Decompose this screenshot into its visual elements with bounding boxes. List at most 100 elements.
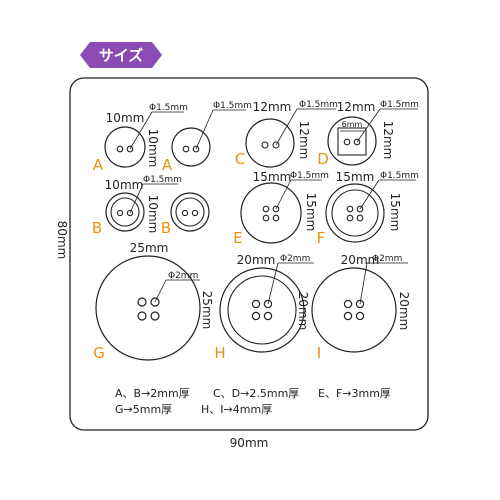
button-g-hole (150, 297, 160, 307)
button-g-leader (154, 279, 167, 303)
button-f-hole-label: Φ1.5mm (380, 171, 419, 181)
button-a2-hole-label: Φ1.5mm (213, 101, 252, 111)
button-i-hole-label: Φ2mm (372, 254, 402, 264)
button-c-leader (275, 108, 298, 146)
thickness-note: A、B→2mm厚 (115, 387, 190, 400)
button-f-letter: F (317, 229, 326, 247)
button-h-letter: H (214, 344, 225, 362)
size-badge: サイズ (80, 42, 162, 68)
button-e: Φ1.5mm 15mm 15mm E (233, 170, 329, 247)
button-e-hole (272, 214, 280, 222)
button-b1-rim (110, 197, 140, 227)
button-d-inner-label: 6mm (342, 120, 363, 129)
button-b1-hole (126, 209, 134, 217)
button-h-hole-label: Φ2mm (280, 254, 310, 264)
button-b2: B (161, 192, 210, 237)
button-h-hole (251, 311, 261, 321)
button-b2-hole (181, 209, 189, 217)
button-c: Φ1.5mm 12mm 12mm C (235, 100, 338, 168)
button-h-hole (251, 299, 261, 309)
button-b1: Φ1.5mm 10mm 10mm B (92, 175, 182, 237)
button-d-hole-label: Φ1.5mm (380, 100, 419, 110)
button-b2-outline (170, 192, 210, 232)
button-f-rim (331, 189, 379, 237)
button-a1-side-label: 10mm (146, 129, 160, 168)
button-b1-hole (116, 209, 124, 217)
button-e-hole (272, 205, 280, 213)
button-h-leader (267, 262, 279, 305)
button-d-leader (356, 108, 381, 143)
thickness-note: C、D→2.5mm厚 (213, 387, 299, 400)
button-b2-hole (191, 209, 199, 217)
button-i-hole (355, 311, 365, 321)
button-c-size-label: 12mm (253, 100, 292, 114)
button-f-leader (359, 179, 380, 210)
button-g-hole-label: Φ2mm (168, 271, 198, 281)
button-f-outline (325, 183, 385, 243)
thickness-note: G→5mm厚 (115, 403, 172, 416)
button-a1-hole (126, 145, 134, 153)
button-a1-hole-label: Φ1.5mm (149, 103, 188, 113)
button-i-outline (311, 267, 397, 353)
button-b1-letter: B (92, 219, 102, 237)
button-b1-size-label: 10mm (105, 178, 144, 192)
button-h-rim (227, 275, 297, 345)
button-c-hole (272, 141, 280, 149)
button-i-hole (343, 311, 353, 321)
button-h: Φ2mm 20mm 20mm H (214, 253, 314, 362)
button-h-hole (263, 311, 273, 321)
plate-outline (69, 77, 429, 431)
button-g: Φ2mm 25mm 25mm G (93, 241, 214, 362)
button-e-hole (262, 214, 270, 222)
button-c-side-label: 12mm (297, 121, 311, 160)
button-g-hole (137, 297, 147, 307)
button-c-outline (245, 118, 295, 168)
button-g-hole (150, 311, 160, 321)
button-f: Φ1.5mm 15mm 15mm F (317, 170, 419, 247)
button-b1-leader (129, 183, 144, 214)
button-c-hole (261, 141, 269, 149)
button-i-hole (355, 299, 365, 309)
button-e-letter: E (233, 229, 242, 247)
button-e-hole (262, 205, 270, 213)
button-b1-outline (105, 192, 145, 232)
button-f-hole (356, 205, 364, 213)
button-d: 6mm Φ1.5mm 12mm 12mm D (317, 100, 419, 168)
button-a2: Φ1.5mm A (162, 101, 252, 174)
button-a2-letter: A (162, 156, 173, 174)
button-i-leader (359, 262, 368, 305)
button-h-outline (219, 267, 305, 353)
button-e-outline (240, 182, 302, 244)
button-d-side-label: 12mm (381, 121, 395, 160)
button-h-side-label: 20mm (296, 292, 310, 331)
thickness-note: H、I→4mm厚 (201, 403, 272, 416)
button-i-size-label: 20mm (341, 253, 380, 267)
button-h-size-label: 20mm (237, 253, 276, 267)
button-f-size-label: 15mm (336, 170, 375, 184)
button-d-outline (327, 116, 377, 166)
button-b2-letter: B (161, 219, 171, 237)
button-g-outline (95, 255, 201, 361)
button-e-size-label: 15mm (253, 170, 292, 184)
button-g-size-label: 25mm (130, 241, 169, 255)
button-a1-hole (116, 145, 124, 153)
size-badge-label: サイズ (99, 47, 144, 65)
button-i: Φ2mm 20mm 20mm I (311, 253, 411, 362)
button-a1-outline (104, 126, 146, 168)
button-i-letter: I (317, 344, 321, 362)
button-h-hole (263, 299, 273, 309)
button-a2-hole (182, 145, 190, 153)
button-f-hole (356, 214, 364, 222)
button-g-letter: G (93, 344, 105, 362)
button-g-hole (137, 311, 147, 321)
button-e-leader (275, 179, 292, 210)
button-e-side-label: 15mm (304, 193, 318, 232)
button-g-side-label: 25mm (200, 291, 214, 330)
button-a1-leader (129, 111, 153, 150)
button-c-hole-label: Φ1.5mm (299, 100, 338, 110)
button-f-side-label: 15mm (388, 193, 402, 232)
button-c-letter: C (235, 150, 245, 168)
button-a1-letter: A (93, 156, 104, 174)
plate-width-label: 90mm (230, 436, 269, 450)
